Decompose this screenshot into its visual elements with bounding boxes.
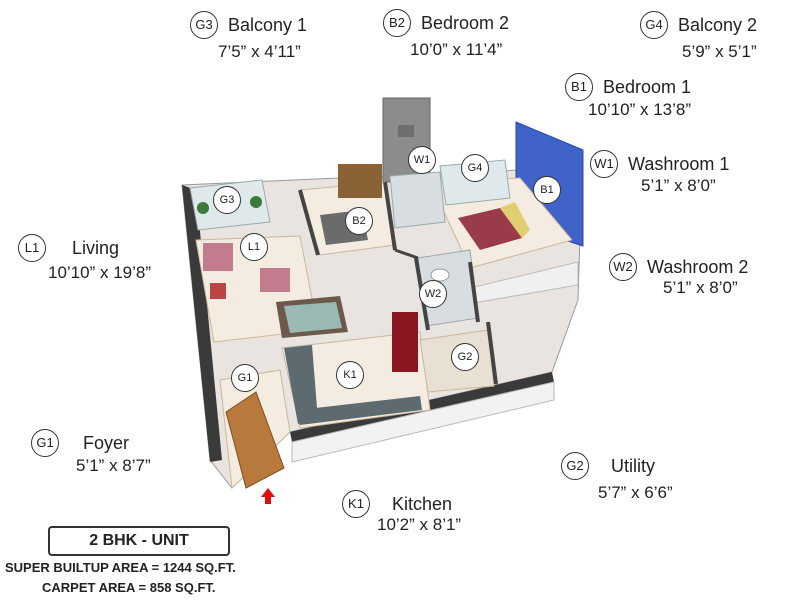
plan-tag-b2: B2 (345, 207, 373, 235)
room-code: L1 (18, 234, 46, 262)
plan-tag-g2: G2 (451, 343, 479, 371)
room-name: Utility (611, 455, 655, 476)
room-name: Living (72, 237, 120, 258)
room-label-balcony-2: G4 Balcony 2 (640, 11, 757, 39)
unit-type-box: 2 BHK - UNIT (48, 526, 230, 556)
room-label-balcony-1: G3 Balcony 1 (190, 11, 307, 39)
room-label-bedroom-2: B2 Bedroom 2 (383, 9, 509, 37)
room-dims-balcony-2: 5’9” x 5’1” (682, 42, 757, 61)
room-name: Bedroom 2 (421, 12, 510, 33)
room-code: G1 (31, 429, 59, 457)
room-code: G3 (190, 11, 218, 39)
room-dims-washroom-2: 5’1” x 8’0” (663, 278, 738, 297)
room-label-washroom-2: W2 Washroom 2 (609, 253, 748, 281)
room-name: Balcony 1 (228, 14, 308, 35)
room-label-bedroom-1: B1 Bedroom 1 (565, 73, 691, 101)
room-code: B2 (383, 9, 411, 37)
room-name: Washroom 1 (628, 153, 730, 174)
room-label-living: L1 Living (18, 234, 119, 262)
carpet-area: CARPET AREA = 858 SQ.FT. (42, 580, 216, 595)
room-name: Bedroom 1 (603, 76, 692, 97)
room-code: G2 (561, 452, 589, 480)
plan-tag-k1: K1 (336, 361, 364, 389)
room-name: Washroom 2 (647, 256, 749, 277)
room-label-washroom-1: W1 Washroom 1 (590, 150, 729, 178)
plan-tag-w1: W1 (408, 146, 436, 174)
room-name: Foyer (83, 432, 130, 453)
room-code: W2 (609, 253, 637, 281)
entry-arrow-icon (261, 488, 275, 497)
room-dims-washroom-1: 5’1” x 8’0” (641, 176, 716, 195)
room-name: Kitchen (392, 493, 453, 514)
super-builtup-area: SUPER BUILTUP AREA = 1244 SQ.FT. (5, 560, 236, 575)
room-dims-balcony-1: 7’5” x 4’11” (218, 42, 301, 61)
room-label-utility: G2 Utility (561, 452, 655, 480)
plan-tag-g1: G1 (231, 364, 259, 392)
plan-tag-w2: W2 (419, 280, 447, 308)
room-label-kitchen: K1 Kitchen (342, 490, 452, 518)
room-dims-kitchen: 10’2” x 8’1” (377, 515, 462, 534)
room-dims-utility: 5’7” x 6’6” (598, 483, 673, 502)
plan-tag-l1: L1 (240, 233, 268, 261)
room-code: W1 (590, 150, 618, 178)
plan-tag-b1: B1 (533, 176, 561, 204)
room-name: Balcony 2 (678, 14, 758, 35)
room-dims-living: 10’10” x 19’8” (48, 263, 152, 282)
room-dims-foyer: 5’1” x 8’7” (76, 456, 151, 475)
room-dims-bedroom-2: 10’0” x 11’4” (410, 40, 503, 59)
plan-tag-g4: G4 (461, 154, 489, 182)
room-dims-bedroom-1: 10’10” x 13’8” (588, 100, 692, 119)
room-code: B1 (565, 73, 593, 101)
room-code: K1 (342, 490, 370, 518)
plan-tag-g3: G3 (213, 186, 241, 214)
room-label-foyer: G1 Foyer (31, 429, 129, 457)
room-code: G4 (640, 11, 668, 39)
